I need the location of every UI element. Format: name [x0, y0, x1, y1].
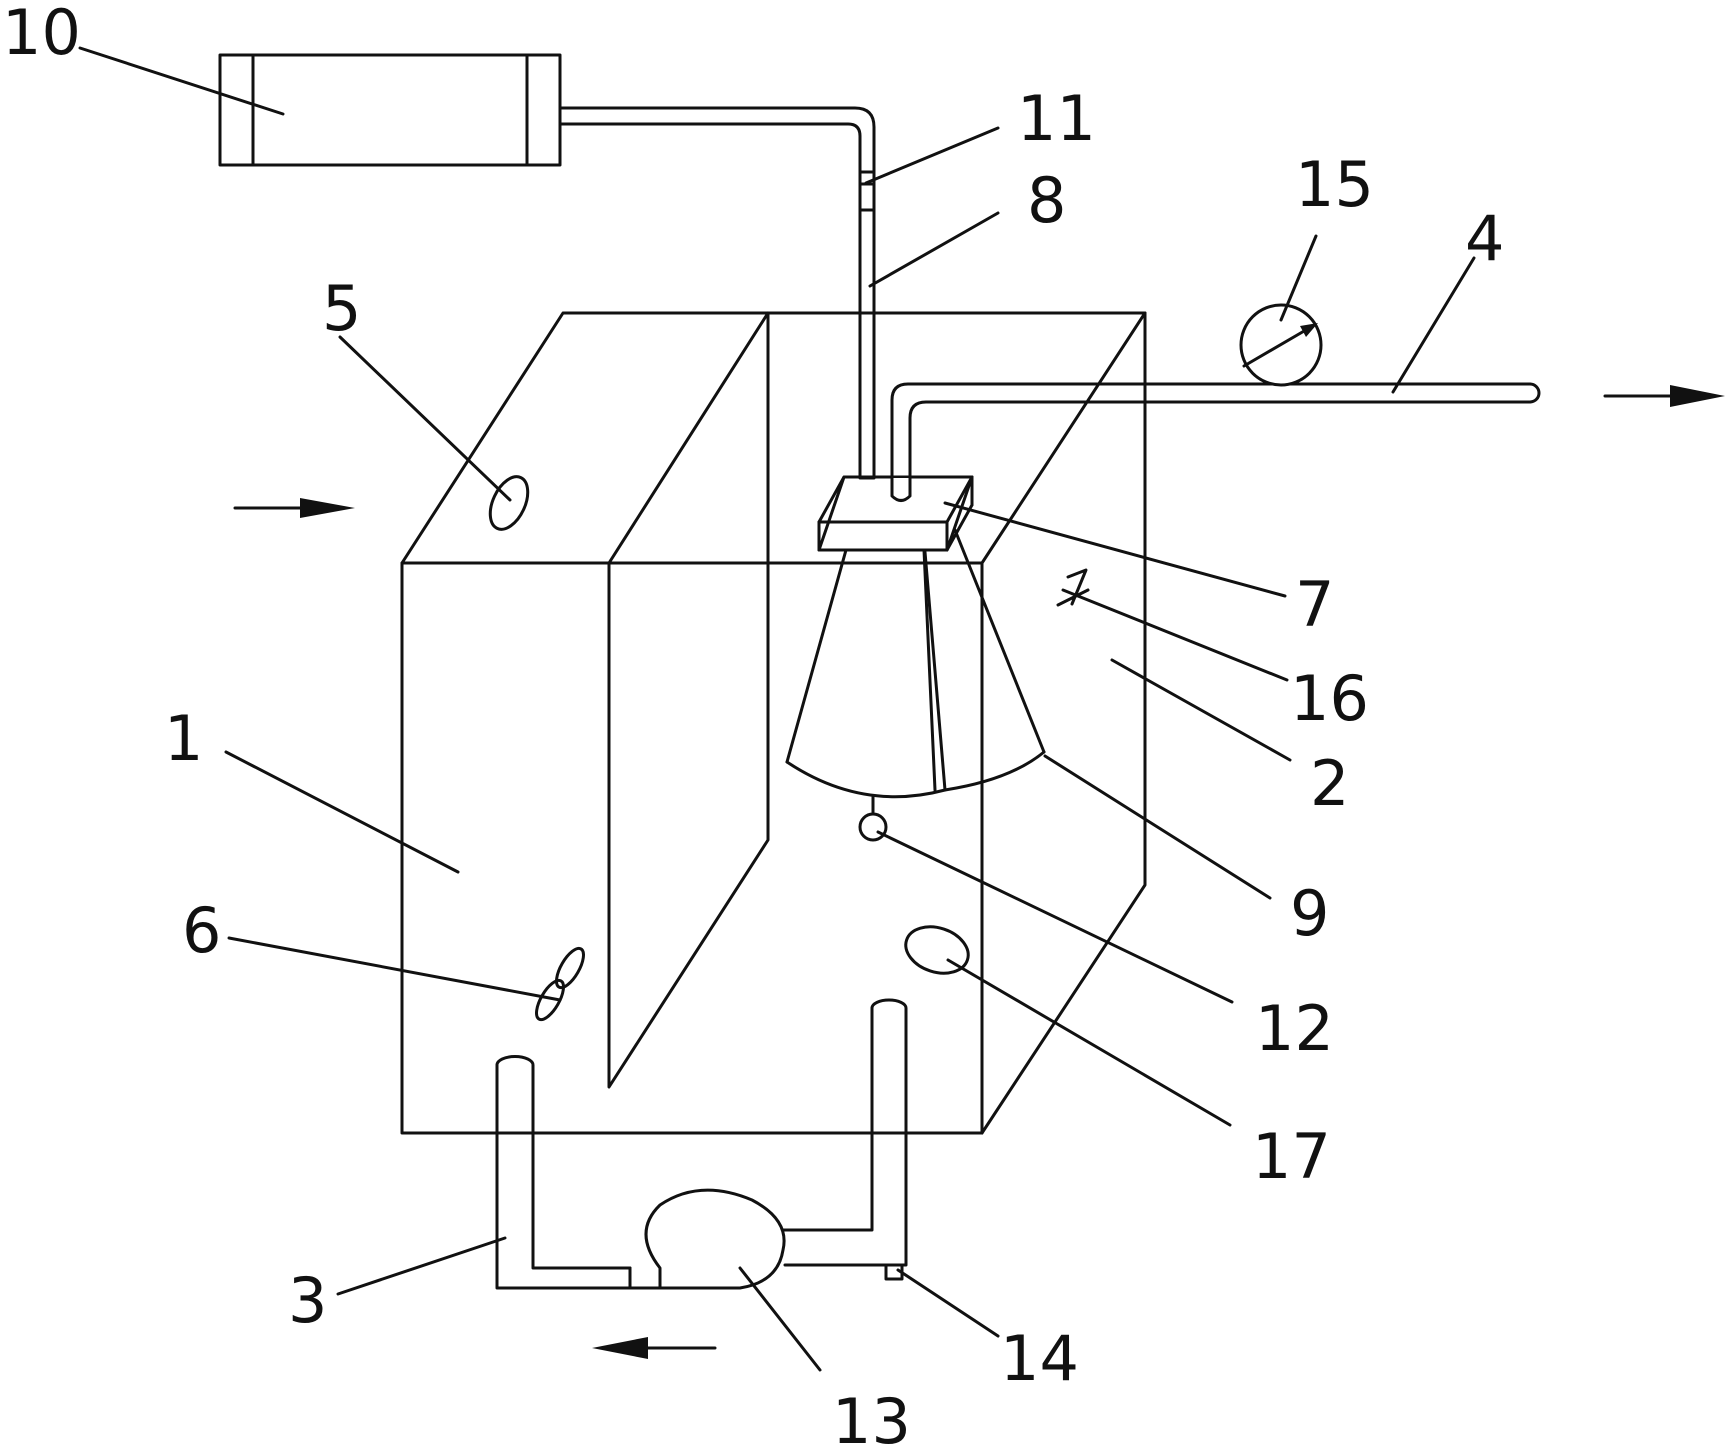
label-5: 5 [322, 272, 361, 345]
leader-lines [78, 46, 1476, 1372]
gas-cylinder-10 [218, 53, 562, 167]
tank-front-face [400, 561, 984, 1135]
flow-arrow-return [592, 1337, 717, 1359]
tank-top-face [400, 311, 1147, 565]
flow-arrow-in [233, 498, 355, 518]
outlet-pipe-4 [890, 382, 1541, 480]
label-6: 6 [182, 894, 221, 967]
labels: 10 11 8 15 4 5 7 16 2 1 9 6 12 17 3 14 1… [2, 0, 1504, 1447]
label-7: 7 [1295, 568, 1334, 641]
label-4: 4 [1465, 202, 1504, 275]
label-13: 13 [832, 1385, 911, 1447]
inlet-port-5 [488, 475, 530, 531]
label-8: 8 [1027, 164, 1066, 237]
label-3: 3 [288, 1264, 327, 1337]
label-16: 16 [1290, 662, 1369, 735]
label-2: 2 [1310, 747, 1349, 820]
label-17: 17 [1252, 1120, 1331, 1193]
gauge-15 [1239, 303, 1323, 387]
label-14: 14 [1000, 1322, 1079, 1395]
fan-6 [535, 946, 585, 1022]
label-11: 11 [1017, 82, 1096, 155]
tank-partition [607, 311, 770, 1089]
tank-body [400, 311, 1147, 1135]
mark-16 [1056, 568, 1090, 607]
label-10: 10 [2, 0, 81, 69]
label-9: 9 [1290, 877, 1329, 950]
tank-right-face [980, 311, 1147, 1135]
pump-13 [644, 1188, 786, 1290]
label-15: 15 [1295, 148, 1374, 221]
label-1: 1 [164, 702, 203, 775]
hood-skirt-9 [785, 528, 1046, 799]
hood-block-7 [817, 475, 974, 552]
circulation-pipe-3 [495, 998, 908, 1290]
port-17 [904, 925, 970, 975]
label-12: 12 [1255, 992, 1334, 1065]
pipe-8 [558, 106, 876, 480]
flow-arrow-out [1603, 385, 1725, 407]
